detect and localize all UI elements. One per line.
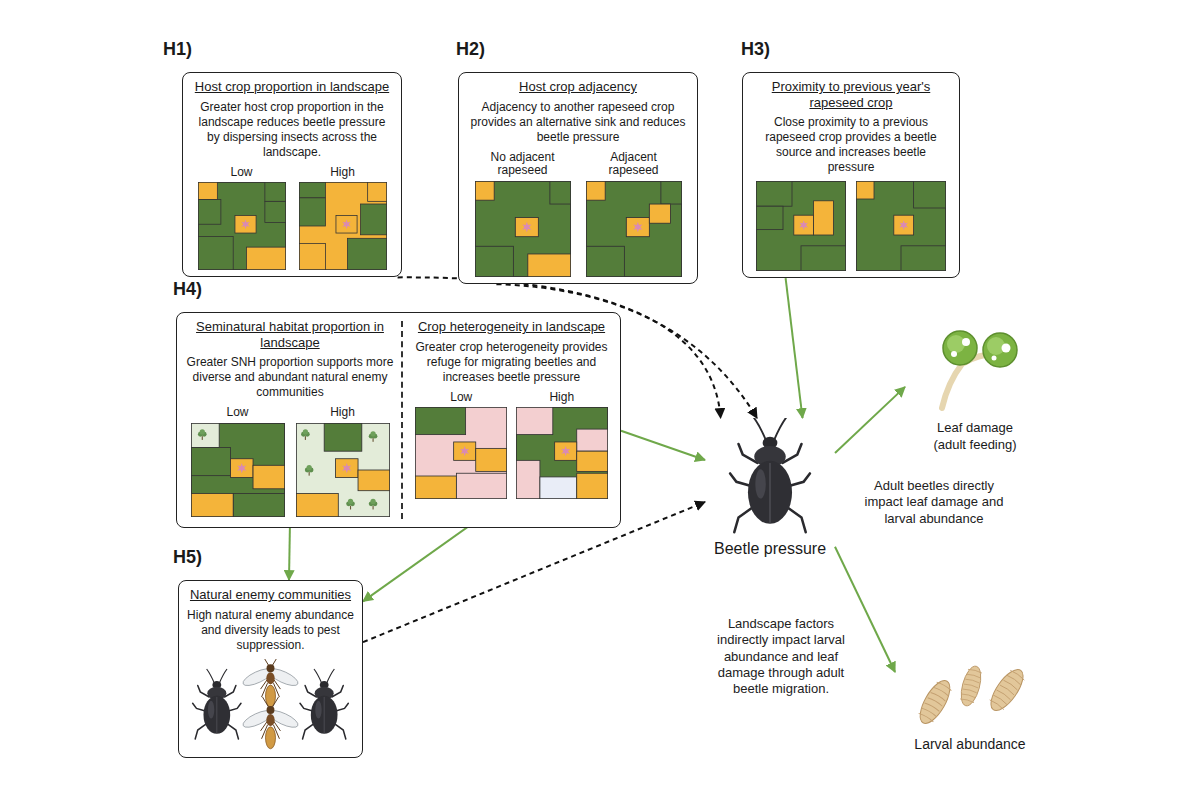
map-caption: High xyxy=(330,406,355,420)
hypothesis-box: H1)Host crop proportion in landscapeGrea… xyxy=(182,72,402,277)
map-column: Adjacent rapeseed xyxy=(586,151,682,278)
map-column: High xyxy=(299,166,387,271)
natural-enemy-illustration xyxy=(187,659,354,751)
map-holder xyxy=(415,407,507,499)
map-column: High xyxy=(516,391,608,500)
map-caption: High xyxy=(330,166,355,180)
map-holder xyxy=(191,423,285,517)
hypothesis-box: H2)Host crop adjacencyAdjacency to anoth… xyxy=(458,72,698,284)
leaf-damage-node: Leaf damage (adult feeding) xyxy=(905,320,1045,454)
node-text: Beetle pressure xyxy=(714,540,826,558)
hypothesis-label: H3) xyxy=(741,39,770,60)
node-text: Leaf damage (adult feeding) xyxy=(920,420,1030,454)
connector-arrow xyxy=(786,278,803,418)
dashed-divider xyxy=(401,321,403,519)
leaf-icon-holder xyxy=(920,320,1030,412)
map-column: High xyxy=(296,406,390,517)
map-column xyxy=(856,181,946,271)
beetle-icon-holder xyxy=(720,418,820,534)
map-caption: No adjacent rapeseed xyxy=(475,151,571,179)
map-holder xyxy=(856,181,946,271)
factor-panel: Crop heterogeneity in landscapeGreater c… xyxy=(405,315,618,503)
box-body: Greater SNH proportion supports more div… xyxy=(185,355,395,400)
map-caption: Low xyxy=(450,391,472,405)
hypothesis-label: H1) xyxy=(163,39,192,60)
landscape-map xyxy=(299,182,387,270)
factor-panel: Seminatural habitat proportion in landsc… xyxy=(179,315,401,521)
map-row: No adjacent rapeseed Adjacent rapeseed xyxy=(467,151,689,278)
box-body: Adjacency to another rapeseed crop provi… xyxy=(467,100,689,145)
map-row: Low High xyxy=(185,406,395,517)
box-body: High natural enemy abundance and diversi… xyxy=(187,608,354,653)
box-heading: Natural enemy communities xyxy=(187,587,354,603)
map-row xyxy=(751,181,951,271)
landscape-map xyxy=(475,181,571,277)
larva-icon-holder xyxy=(905,652,1035,734)
landscape-map xyxy=(586,181,682,277)
landscape-map xyxy=(756,181,846,271)
hypothesis-label: H4) xyxy=(173,279,202,300)
map-holder xyxy=(475,181,571,277)
connector-arrow xyxy=(621,431,705,460)
box-heading: Host crop adjacency xyxy=(467,79,689,95)
map-holder xyxy=(198,182,286,270)
leaf-icon xyxy=(920,320,1030,412)
hypothesis-label: H5) xyxy=(173,547,202,568)
map-holder xyxy=(516,407,608,499)
map-caption: Low xyxy=(230,166,252,180)
map-row: Low High xyxy=(411,391,612,500)
hypothesis-box: H3)Proximity to previous year's rapeseed… xyxy=(742,72,960,278)
beetle-pressure-node: Beetle pressure xyxy=(705,418,835,558)
box-heading: Seminatural habitat proportion in landsc… xyxy=(185,319,395,350)
connector-arrow xyxy=(835,547,895,672)
map-row: Low High xyxy=(191,166,393,271)
map-caption: High xyxy=(549,391,574,405)
box-heading: Proximity to previous year's rapeseed cr… xyxy=(751,79,951,110)
node-text: Larval abundance xyxy=(914,736,1025,752)
map-holder xyxy=(586,181,682,277)
map-holder xyxy=(756,181,846,271)
landscape-map xyxy=(191,423,285,517)
map-caption: Adjacent rapeseed xyxy=(586,151,682,179)
map-holder xyxy=(296,423,390,517)
map-column: Low xyxy=(415,391,507,500)
map-holder xyxy=(299,182,387,270)
annotation-text: Landscape factors indirectly impact larv… xyxy=(708,616,854,697)
map-column: Low xyxy=(198,166,286,271)
landscape-map xyxy=(415,407,507,499)
map-caption: Low xyxy=(226,406,248,420)
box-heading: Host crop proportion in landscape xyxy=(191,79,393,95)
landscape-map xyxy=(856,181,946,271)
landscape-map xyxy=(198,182,286,270)
box-body: Greater crop heterogeneity provides refu… xyxy=(411,340,612,385)
box-body: Close proximity to a previous rapeseed c… xyxy=(751,115,951,175)
map-column: Low xyxy=(191,406,285,517)
connector-arrow xyxy=(835,387,905,453)
map-column xyxy=(756,181,846,271)
larval-abundance-node: Larval abundance xyxy=(895,652,1045,752)
natural-enemies-icon xyxy=(187,659,354,751)
hypothesis-box: H5)Natural enemy communitiesHigh natural… xyxy=(178,580,363,758)
larvae-icon xyxy=(905,652,1035,734)
annotation-text: Adult beetles directly impact leaf damag… xyxy=(864,478,1004,527)
map-column: No adjacent rapeseed xyxy=(475,151,571,278)
connector-arrow xyxy=(289,521,290,580)
box-body: Greater host crop proportion in the land… xyxy=(191,100,393,160)
landscape-map xyxy=(516,407,608,499)
hypothesis-label: H2) xyxy=(456,39,485,60)
box-heading: Crop heterogeneity in landscape xyxy=(411,319,612,335)
beetle-icon xyxy=(720,418,820,534)
landscape-map xyxy=(296,423,390,517)
hypothesis-group-box: H4)Seminatural habitat proportion in lan… xyxy=(176,312,621,528)
